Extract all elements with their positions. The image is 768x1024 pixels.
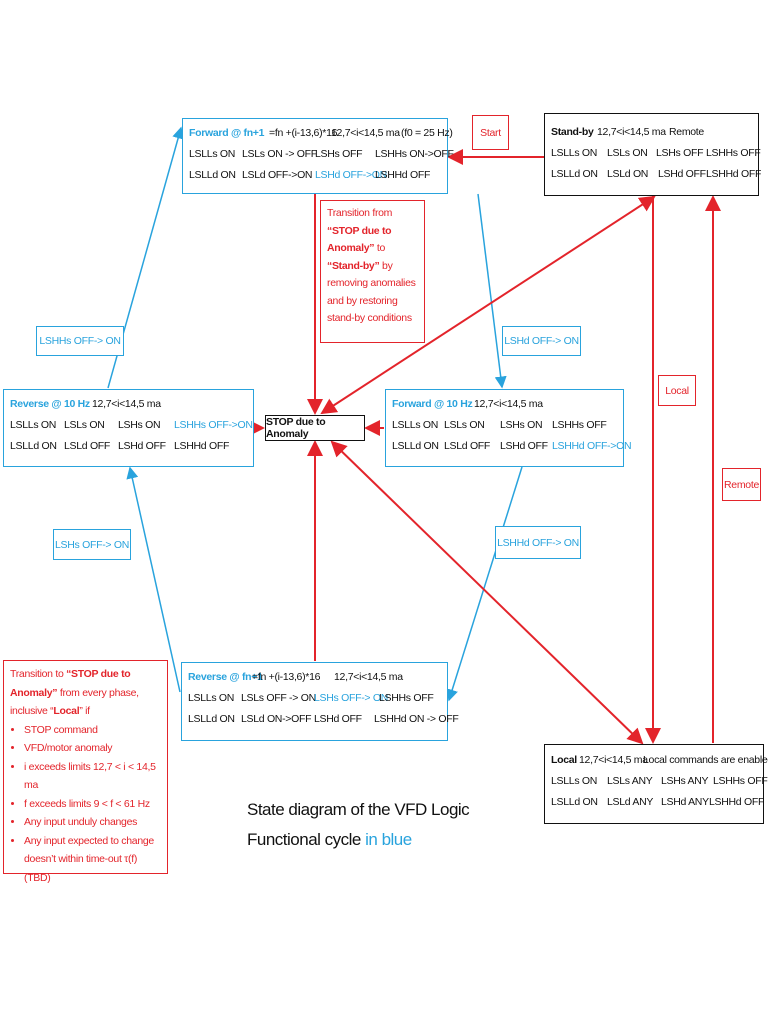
caption-line2: Functional cycle in blue bbox=[247, 830, 412, 849]
cond: LSLLs ON bbox=[392, 419, 439, 431]
cond: LSLLd ON bbox=[551, 168, 598, 180]
diagram-caption: State diagram of the VFD Logic Functiona… bbox=[247, 795, 470, 855]
condition-item: Any input expected to change doesn’t wit… bbox=[24, 832, 161, 888]
state-title: Forward @ 10 Hz bbox=[392, 398, 473, 410]
cond: LSLLd ON bbox=[188, 713, 235, 725]
range: 12,7<i<14,5 ma bbox=[474, 398, 543, 410]
cond: LSLLd ON bbox=[189, 169, 236, 181]
formula: =fn +(i-13,6)*16 bbox=[269, 127, 338, 139]
arrow-fwd10-to-revfn bbox=[446, 466, 523, 702]
cond: LSHs ANY bbox=[661, 775, 709, 787]
range: 12,7<i<14,5 ma bbox=[597, 126, 666, 138]
cond: LSHs ON bbox=[118, 419, 161, 431]
cond: LSLLs ON bbox=[10, 419, 57, 431]
label-remote: Remote bbox=[722, 468, 761, 501]
arrow-revfn-to-rev10 bbox=[126, 466, 181, 693]
cond: LSLd ON bbox=[607, 168, 649, 180]
arrow-stop-local bbox=[330, 440, 644, 745]
cond: LSHHd OFF bbox=[174, 440, 230, 452]
label-local: Local bbox=[658, 375, 696, 406]
cond: LSHd OFF bbox=[314, 713, 362, 725]
cond: LSLs OFF -> ON bbox=[241, 692, 316, 704]
cond: LSLd ANY bbox=[607, 796, 654, 808]
state-title: Reverse @ 10 Hz bbox=[10, 398, 90, 410]
cond: LSHHd OFF bbox=[375, 169, 431, 181]
condition-item: f exceeds limits 9 < f < 61 Hz bbox=[24, 795, 161, 814]
condition-item: i exceeds limits 12,7 < i < 14,5 ma bbox=[24, 758, 161, 795]
cond: LSHHs OFF bbox=[379, 692, 434, 704]
range: 12,7<i<14,5 ma bbox=[579, 754, 648, 766]
state-title: Forward @ fn+1 bbox=[189, 127, 265, 139]
cond: LSHd OFF bbox=[500, 440, 548, 452]
cond: LSLd OFF->ON bbox=[242, 169, 313, 181]
range: 12,7<i<14,5 ma bbox=[334, 671, 403, 683]
cond: LSHHd OFF bbox=[709, 796, 765, 808]
condition-item: STOP command bbox=[24, 721, 161, 740]
cond: LSHs ON bbox=[500, 419, 543, 431]
cond: LSHHs OFF bbox=[552, 419, 607, 431]
cond: LSLLd ON bbox=[10, 440, 57, 452]
f0: (f0 = 25 Hz) bbox=[401, 127, 453, 139]
cond: LSLLs ON bbox=[551, 775, 598, 787]
state-title: Reverse @ fn+1 bbox=[188, 671, 263, 683]
cond: LSHHs ON->OFF bbox=[375, 148, 454, 160]
cond: LSLd OFF bbox=[64, 440, 111, 452]
range: 12,7<i<14,5 ma bbox=[92, 398, 161, 410]
cond: LSLLs ON bbox=[188, 692, 235, 704]
cond: LSHHs OFF bbox=[713, 775, 768, 787]
cond: LSLs ON -> OFF bbox=[242, 148, 317, 160]
arrow-fwdfn-to-fwd10 bbox=[477, 193, 507, 389]
cond: LSLs ANY bbox=[607, 775, 653, 787]
condition-item: Any input unduly changes bbox=[24, 813, 161, 832]
label-lshhs-off-on: LSHHs OFF-> ON bbox=[36, 326, 124, 356]
cond: LSHHs OFF bbox=[706, 147, 761, 159]
note-stop-conditions: Transition to “STOP due to Anomaly” from… bbox=[3, 660, 168, 884]
cond: LSHHd OFF->ON bbox=[552, 440, 632, 452]
label-lshd-off-on: LSHd OFF-> ON bbox=[502, 326, 581, 356]
cond: LSLs ON bbox=[607, 147, 648, 159]
note-recover-standby: Transition from “STOP due to Anomaly” to… bbox=[320, 200, 425, 343]
state-forward-fn1: Forward @ fn+1 =fn +(i-13,6)*16 12,7<i<1… bbox=[182, 118, 454, 194]
formula: =fn +(i-13,6)*16 bbox=[252, 671, 321, 683]
cond: LSHs OFF bbox=[315, 148, 363, 160]
label-lshhd-off-on: LSHHd OFF-> ON bbox=[495, 526, 581, 559]
state-stop-anomaly: STOP due to Anomaly bbox=[265, 415, 365, 441]
condition-item: VFD/motor anomaly bbox=[24, 739, 161, 758]
cond: LSHHd OFF bbox=[706, 168, 762, 180]
cond: LSLLd ON bbox=[392, 440, 439, 452]
state-title: Local bbox=[551, 754, 577, 766]
label-lshs-off-on: LSHs OFF-> ON bbox=[53, 529, 131, 560]
cond: LSLs ON bbox=[444, 419, 485, 431]
note-heading: Transition to “STOP due to Anomaly” from… bbox=[10, 668, 139, 717]
cond: LSLs ON bbox=[64, 419, 105, 431]
mode: Remote bbox=[669, 126, 704, 138]
cond: LSLLs ON bbox=[189, 148, 236, 160]
cond: LSHd OFF bbox=[118, 440, 166, 452]
cond: LSLd OFF bbox=[444, 440, 491, 452]
cond: LSHs OFF-> ON bbox=[314, 692, 388, 704]
cond: LSLLd ON bbox=[551, 796, 598, 808]
range: 12,7<i<14,5 ma bbox=[331, 127, 400, 139]
cond: LSHHs OFF->ON bbox=[174, 419, 253, 431]
desc: Local commands are enabled bbox=[643, 754, 768, 766]
cond: LSHHd ON -> OFF bbox=[374, 713, 459, 725]
caption-line1: State diagram of the VFD Logic bbox=[247, 800, 470, 819]
cond: LSHd OFF bbox=[658, 168, 706, 180]
arrow-stop-standby bbox=[320, 195, 656, 415]
cond: LSHd OFF->ON bbox=[315, 169, 387, 181]
state-reverse-fn1: Reverse @ fn+1=fn +(i-13,6)*16 12,7<i<14,… bbox=[181, 662, 459, 741]
cond: LSLLs ON bbox=[551, 147, 598, 159]
cond: LSHd ANY bbox=[661, 796, 709, 808]
cond: LSHs OFF bbox=[656, 147, 704, 159]
state-title: Stand-by bbox=[551, 126, 594, 138]
cond: LSLd ON->OFF bbox=[241, 713, 312, 725]
label-start: Start bbox=[472, 115, 509, 150]
